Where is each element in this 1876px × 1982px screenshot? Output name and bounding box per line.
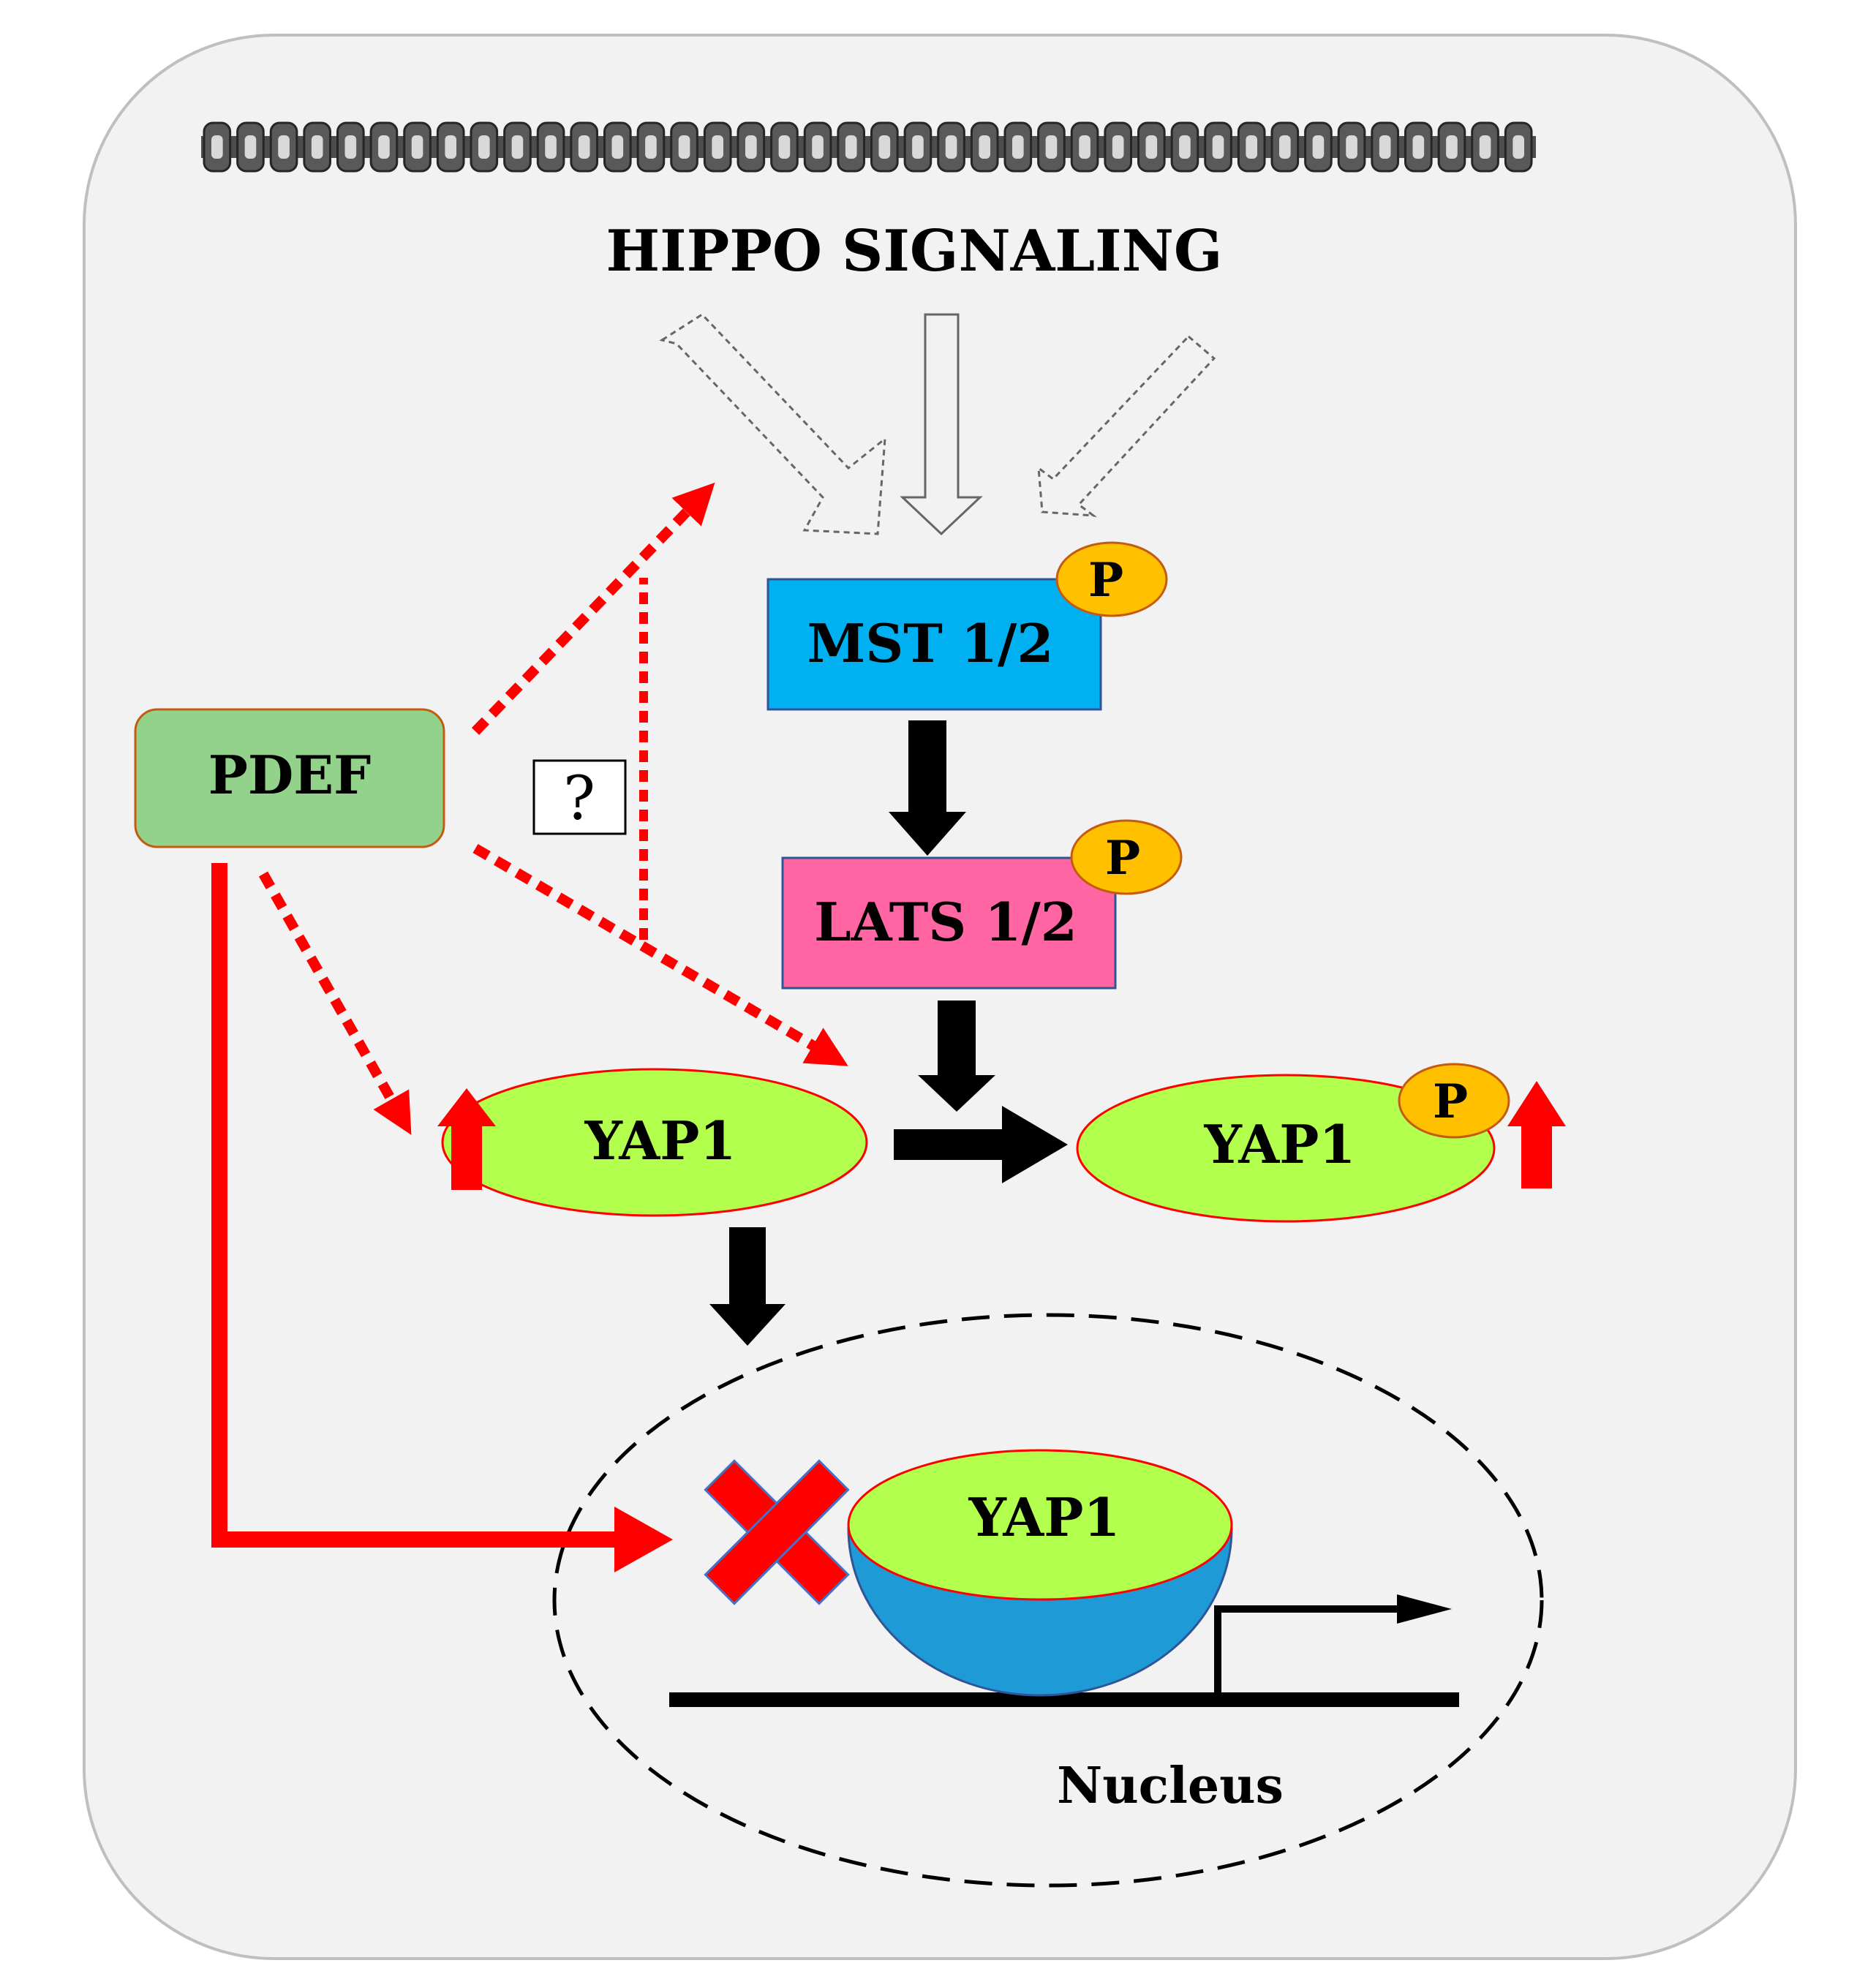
lats-box (781, 856, 1117, 990)
membrane-link-highlight (1045, 135, 1058, 159)
membrane-link-highlight (378, 135, 390, 159)
membrane-link-highlight (912, 135, 924, 159)
question-mark-icon: ? (563, 764, 595, 834)
upstream-signal-arrows (659, 313, 1216, 536)
pdef-inhibition-path (211, 863, 629, 1548)
membrane-link-highlight (712, 135, 723, 159)
membrane-link-highlight (878, 135, 891, 159)
membrane-link-highlight (244, 135, 257, 159)
membrane-link-highlight (1412, 135, 1425, 159)
membrane-link-highlight (812, 135, 824, 159)
yap1-phosphorylated (1076, 1074, 1496, 1223)
membrane-link-highlight (411, 135, 423, 159)
membrane-link-highlight (1179, 135, 1191, 159)
transcription-arrowhead (1397, 1594, 1452, 1624)
yap1-phospho-label: P (1433, 1074, 1468, 1129)
membrane-link-highlight (778, 135, 791, 159)
membrane-link-highlight (1145, 135, 1158, 159)
membrane-link-highlight (1446, 135, 1458, 159)
upstream-arrow-center (900, 313, 983, 536)
membrane-link-highlight (1379, 135, 1391, 159)
unknown-mechanism-box (532, 759, 627, 835)
yap1-phosphorylated-label: YAP1 (1204, 1113, 1356, 1175)
yap1-phos-increase-arrow (1507, 1081, 1566, 1188)
membrane-link-highlight (611, 135, 624, 159)
lats-label: LATS 1/2 (814, 891, 1077, 953)
membrane-link-highlight (1212, 135, 1224, 159)
membrane-link-highlight (1346, 135, 1357, 159)
membrane-core (201, 136, 1536, 158)
yap1-to-nucleus-arrow (709, 1227, 786, 1346)
mst-box (766, 578, 1102, 711)
membrane-link-highlight (211, 135, 223, 159)
pathway-title: HIPPO SIGNALING (606, 218, 1222, 285)
membrane-link-highlight (445, 135, 456, 159)
pdef-regulation-arrows (258, 482, 848, 1135)
mst-phospho-badge (1055, 541, 1168, 617)
membrane-link-highlight (545, 135, 557, 159)
membrane-link-highlight (645, 135, 657, 159)
mst-label: MST 1/2 (807, 612, 1054, 674)
yap1-nuclear (847, 1449, 1233, 1601)
pdef-to-hippo-dotted-arrow (471, 482, 715, 735)
upstream-arrow-left (659, 313, 886, 535)
lats-down-arrow (918, 1001, 995, 1112)
membrane-link-highlight (1112, 135, 1124, 159)
membrane-link-highlight (745, 135, 757, 159)
membrane-link-highlight (1513, 135, 1524, 159)
membrane-link-highlight (1012, 135, 1024, 159)
membrane-link-highlight (1246, 135, 1257, 159)
membrane-link-highlight (278, 135, 290, 159)
membrane-link-highlight (678, 135, 690, 159)
pdef-to-yap1-phos-dotted-arrow (472, 843, 848, 1066)
yap1-phospho-badge (1398, 1063, 1510, 1139)
yap1-nuclear-label: YAP1 (968, 1486, 1120, 1548)
cell-membrane (201, 121, 1536, 173)
pdef-box (134, 708, 445, 848)
membrane-link-highlight (344, 135, 357, 159)
transcription-start-arrow (1214, 1605, 1404, 1700)
nucleus-boundary (552, 1313, 1544, 1888)
block-x-icon (704, 1459, 850, 1605)
mst-phospho-label: P (1088, 553, 1123, 608)
pdef-inhibition-arrowhead (614, 1507, 673, 1572)
membrane-link-highlight (578, 135, 590, 159)
yap1-phosphorylation-arrow (894, 1106, 1068, 1183)
membrane-link-highlight (478, 135, 490, 159)
membrane-link-highlight (845, 135, 857, 159)
lats-phospho-badge (1070, 819, 1183, 895)
membrane-link-highlight (945, 135, 957, 159)
yap1-cytoplasmic (441, 1068, 868, 1217)
upstream-arrow-right (1037, 334, 1216, 517)
membrane-link-highlight (511, 135, 524, 159)
membrane-link-highlight (979, 135, 990, 159)
membrane-link-highlight (1079, 135, 1090, 159)
yap1-increase-arrow-left (437, 1088, 496, 1190)
pdef-label: PDEF (208, 744, 372, 806)
lats-phospho-label: P (1105, 831, 1140, 886)
membrane-link-highlight (1279, 135, 1291, 159)
yap1-cytoplasmic-label: YAP1 (584, 1109, 737, 1172)
membrane-link-highlight (311, 135, 323, 159)
membrane-link-highlight (1312, 135, 1325, 159)
cell-background (83, 34, 1797, 1960)
mst-to-lats-arrow (889, 720, 966, 856)
membrane-link-highlight (1479, 135, 1491, 159)
nucleus-label: Nucleus (1057, 1757, 1284, 1815)
